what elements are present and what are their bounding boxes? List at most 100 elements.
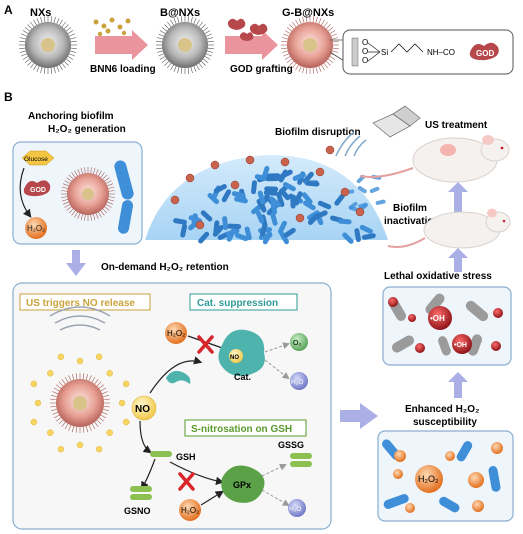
panel-b-letter: B — [4, 90, 13, 104]
grafting-arrow — [225, 30, 278, 60]
no-molecule-dot — [118, 399, 126, 407]
panel-a-letter: A — [4, 3, 13, 17]
enhanced-h2o2-bubbles: H₂O₂ — [393, 442, 503, 513]
god-blobs — [227, 18, 268, 41]
enhanced-box — [377, 430, 514, 522]
biofilm-bacterium — [282, 182, 296, 192]
oh-radicals: •OH •OH — [388, 297, 503, 354]
biofilm-inactivation-label-2: inactivation — [384, 216, 440, 227]
lethal-stress-label: Lethal oxidative stress — [384, 271, 492, 282]
stage-g-b-nxs-label: G-B@NXs — [282, 7, 334, 19]
bnn6-dots — [93, 17, 131, 37]
chem-link: NH–CO — [427, 48, 455, 57]
biofilm-bacterium — [213, 220, 220, 235]
god-label-b: GOD — [30, 187, 46, 194]
nx-particle-loaded — [156, 16, 214, 74]
biofilm-nanoparticle — [230, 180, 240, 190]
h2o2-bubble-gpx — [179, 499, 201, 521]
no-molecule-dot — [95, 446, 103, 453]
h2o2-bubble-anchor — [25, 217, 47, 239]
biofilm-nanoparticle — [210, 160, 220, 170]
no-molecule-dot — [57, 353, 65, 360]
chem-o3: O — [362, 56, 368, 65]
biofilm-bacterium — [198, 231, 210, 244]
no-molecule-dot — [47, 370, 54, 377]
biofilm-bacterium — [334, 193, 345, 206]
biofilm-bacterium — [307, 213, 320, 225]
chem-structure: O O O Si NH–CO GOD — [362, 38, 499, 65]
mouse-treated — [359, 135, 510, 183]
enhanced-label-2: susceptibility — [413, 417, 477, 428]
biofilm-bacterium — [283, 227, 296, 238]
chem-si: Si — [381, 48, 388, 57]
gsno-label: GSNO — [124, 506, 151, 516]
biofilm-bacterium — [305, 180, 320, 187]
loading-arrow — [95, 30, 148, 60]
gsh-label: GSH — [176, 452, 196, 462]
h2o-bubble-gpx — [288, 499, 306, 517]
right-to-enhanced-arrow — [340, 403, 378, 429]
h2o2-label-anchor: H₂O₂ — [27, 224, 45, 233]
enhanced-up-arrow — [448, 372, 468, 398]
h2o-bubble-cat — [290, 372, 308, 390]
biofilm-bacterium — [222, 216, 229, 231]
gpx-product-arrows — [261, 463, 290, 506]
biofilm-mound — [145, 155, 388, 245]
biofilm-nanoparticle — [280, 157, 290, 167]
dispersed-bacterium — [358, 202, 368, 209]
h2o2-bubble-cat — [165, 322, 187, 344]
dispersed-bacterium — [357, 185, 367, 194]
nx-particle-anchor — [61, 167, 115, 221]
o2-label: O₂ — [293, 340, 301, 347]
biofilm-nanoparticle — [170, 195, 180, 205]
stage-b-nxs-label: B@NXs — [160, 7, 200, 19]
god-enzyme-shape: GOD — [23, 180, 51, 197]
bnn6-loading-label: BNN6 loading — [90, 64, 156, 75]
block-cross-gpx — [178, 472, 195, 491]
us-waves-top — [335, 131, 367, 157]
glucose-label: Glucose — [24, 156, 48, 163]
biofilm-bacterium — [257, 190, 266, 205]
enhanced-label-1: Enhanced H₂O₂ — [405, 404, 479, 415]
biofilm-bacterium — [262, 231, 273, 245]
biofilm-bacterium — [265, 175, 280, 182]
stage-nxs-label: NXs — [30, 7, 51, 19]
biofilm-bacterium — [303, 200, 316, 211]
biofilm-disruption-label: Biofilm disruption — [275, 127, 361, 138]
biofilm-bacterium — [302, 171, 314, 184]
gssg-label: GSSG — [278, 440, 304, 450]
gsno-molecule — [130, 486, 152, 500]
us-triggers-label: US triggers NO release — [26, 298, 135, 309]
oh-label-1: •OH — [430, 314, 445, 323]
no-molecule-dot — [30, 380, 37, 388]
anchor-title-1: Anchoring biofilm — [28, 111, 114, 122]
attached-nanoparticles — [170, 145, 365, 230]
cat-suppression-tag — [189, 293, 298, 311]
biofilm-nanoparticle — [295, 213, 305, 223]
biofilm-bacterium — [259, 222, 268, 237]
no-molecule-dot — [76, 357, 84, 365]
biofilm-nanoparticle — [340, 187, 350, 197]
h2o2-label-enhanced: H₂O₂ — [418, 474, 439, 484]
no-molecule-dot — [47, 429, 54, 436]
no-to-gsh-arrow — [139, 420, 152, 454]
no-molecule-dot — [95, 353, 103, 360]
mouse-inactivated — [387, 208, 511, 249]
glucose-to-h2o2-arrow — [19, 167, 32, 218]
biofilm-bacterium — [234, 232, 249, 242]
biofilm-nanoparticle — [185, 173, 195, 183]
no-molecule-dot — [106, 429, 113, 436]
down-to-retention-arrow — [66, 250, 86, 276]
biofilm-bacterium — [359, 224, 373, 234]
gsh-to-gpx-arrow — [169, 461, 225, 486]
no-molecule-dot — [76, 441, 84, 449]
no-molecule-dot — [122, 380, 130, 388]
biofilm-bacterium — [255, 210, 265, 224]
gsh-molecule — [150, 451, 172, 457]
biofilm-nanoparticle — [195, 220, 205, 230]
no-molecule-dot — [30, 418, 37, 426]
cat-product-arrows — [264, 342, 290, 380]
biofilm-bacterium — [317, 200, 332, 210]
cat-no-label: NO — [230, 355, 239, 361]
h2o-label-gpx: H₂O — [289, 506, 301, 513]
